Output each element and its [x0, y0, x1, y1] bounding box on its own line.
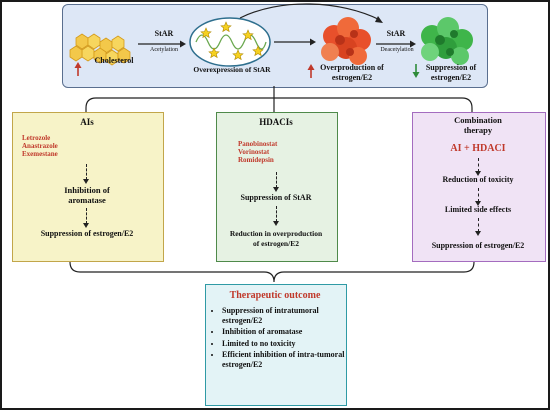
star-label: StAR	[386, 29, 406, 38]
dashed-arrow	[475, 158, 481, 176]
ais-drug-list: Letrozole Anastrazole Exemestane	[22, 134, 58, 158]
cholesterol-molecules-icon	[69, 33, 131, 66]
combination-step-3: Suppression of estrogen/E2	[431, 241, 525, 250]
drug-name: Exemestane	[22, 150, 58, 159]
merge-brace	[69, 261, 475, 283]
acetylation-label: Acetylation	[150, 47, 178, 53]
decrease-arrow-icon	[412, 64, 420, 78]
drug-name: Anastrazole	[22, 142, 58, 151]
ais-step-1b: aromatase	[68, 195, 106, 205]
outcome-item: Suppression of intratumoral estrogen/E2	[222, 306, 356, 325]
flow-arrow	[274, 38, 316, 46]
suppressed-cells-icon	[421, 17, 473, 65]
outcome-box	[205, 284, 347, 406]
outcome-item: Inhibition of aromatase	[222, 327, 356, 337]
outcome-item: Limited to no toxicity	[222, 339, 356, 349]
outcome-title: Therapeutic outcome	[229, 290, 321, 301]
combination-step-1: Reduction of toxicity	[442, 175, 514, 184]
dashed-arrow	[273, 206, 279, 226]
dashed-arrow	[273, 172, 279, 192]
suppression-label-2: estrogen/E2	[430, 73, 472, 82]
dashed-arrow	[475, 218, 481, 236]
drug-name: Letrozole	[22, 134, 51, 142]
curved-arrow	[239, 3, 383, 23]
mitochondrion-icon	[189, 17, 271, 67]
increase-arrow-icon	[307, 64, 315, 78]
hdacis-step-1: Suppression of StAR	[240, 193, 312, 202]
outcome-item: Efficient inhibition of intra-tumoral es…	[222, 350, 356, 369]
combination-title-2: therapy	[463, 125, 493, 135]
star-label: StAR	[154, 29, 174, 38]
acetylation-arrow	[138, 40, 186, 48]
overproduction-label-2: estrogen/E2	[331, 73, 373, 82]
drug-name: Panobinostat	[238, 140, 278, 148]
ais-title: AIs	[80, 117, 94, 127]
ais-step-1: Inhibition of	[64, 185, 110, 195]
deacetylation-arrow	[376, 40, 416, 48]
drug-name: Vorinostat	[238, 148, 270, 157]
hdacis-title: HDACIs	[259, 117, 293, 127]
branch-connector	[85, 86, 473, 112]
hdacis-step-2b: of estrogen/E2	[253, 239, 299, 248]
hdacis-drug-list: Panobinostat Vorinostat Romidepsin	[238, 140, 277, 164]
combination-box	[412, 112, 546, 262]
hdacis-step-2: Reduction in overproduction	[229, 229, 323, 238]
deacetylation-label: Deacetylation	[380, 47, 414, 53]
cholesterol-label: Cholesterol	[94, 56, 134, 65]
overexpression-label: Overexpression of StAR	[193, 65, 271, 74]
dashed-arrow	[83, 208, 89, 228]
ais-step-2: Suppression of estrogen/E2	[40, 229, 134, 238]
dashed-arrow	[83, 164, 89, 184]
suppression-label: Suppression of	[425, 63, 477, 72]
combination-step-2: Limited side effects	[444, 205, 512, 214]
overproduction-label: Overproduction of	[320, 63, 384, 72]
increase-arrow-icon	[74, 62, 82, 76]
outcome-list: Suppression of intratumoral estrogen/E2 …	[210, 306, 356, 372]
combination-title: Combination	[454, 115, 502, 125]
tumor-cells-icon	[321, 17, 371, 65]
drug-name: Romidepsin	[238, 156, 274, 165]
ais-box	[12, 112, 164, 262]
dashed-arrow	[475, 188, 481, 206]
combination-label: AI + HDACI	[450, 143, 506, 154]
